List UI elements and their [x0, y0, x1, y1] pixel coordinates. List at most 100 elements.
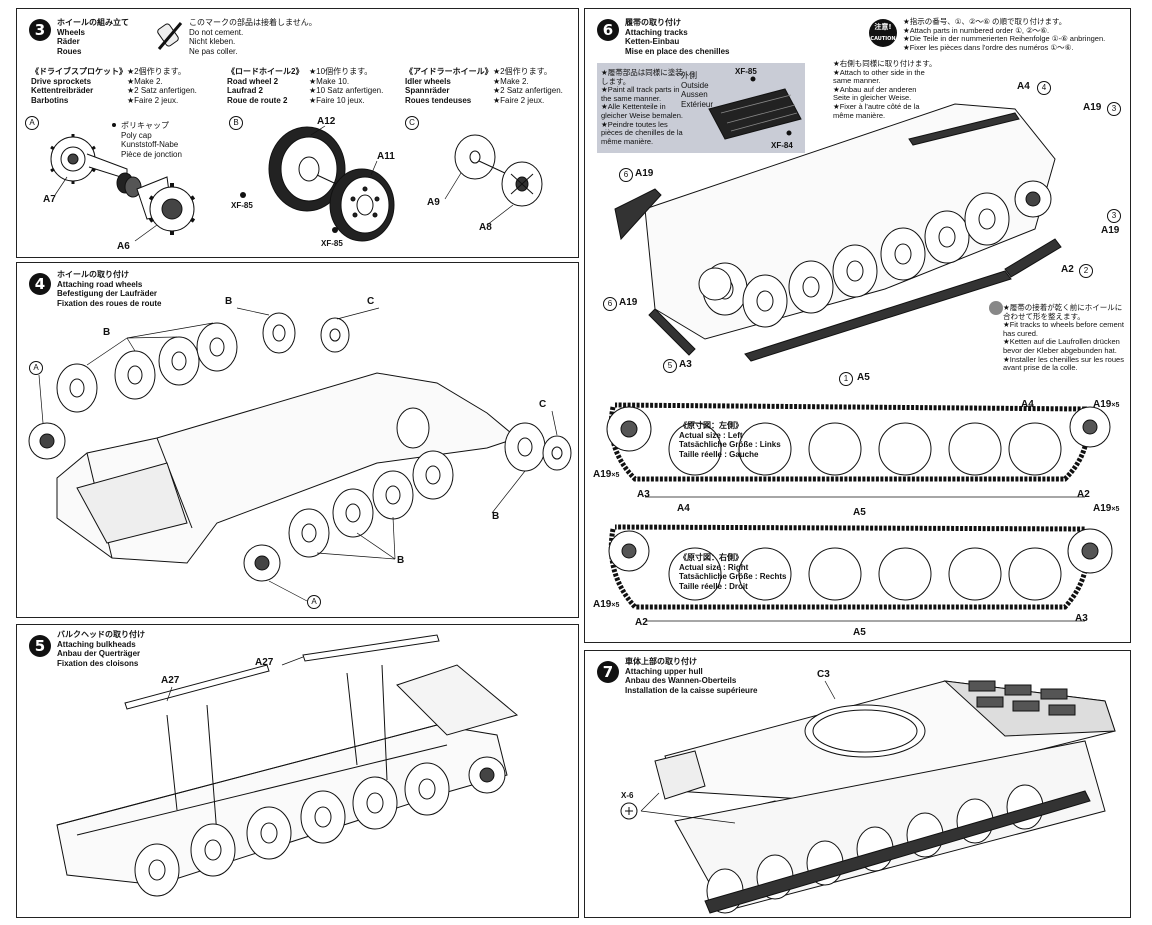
- paint-xf84: XF-84: [771, 141, 793, 150]
- step3-drawing: [50, 123, 543, 242]
- sprocket-make: ★2個作ります。★Make 2.★2 Satz anfertigen.★Fair…: [127, 67, 197, 105]
- right-a2: A2: [635, 617, 648, 628]
- order-note: ★指示の番号、①、②～⑥ の順で取り付けます。★Attach parts in …: [903, 17, 1106, 52]
- p6-a3-order: 5: [663, 359, 677, 373]
- sprocket-a7-drawing: [50, 134, 128, 184]
- road-wheel-a11-drawing: [329, 168, 395, 242]
- step5-drawing: [56, 634, 519, 897]
- paint-xf85-b: XF-85: [321, 239, 343, 248]
- other-side-note: ★右側も同様に取り付けます。★Attach to other side in t…: [833, 59, 937, 120]
- fit-note: ★履帯の接着が乾く前にホイールに合わせて形を整えます。★Fit tracks t…: [1003, 303, 1124, 373]
- p6-a19-top-order: 3: [1107, 102, 1121, 116]
- road-wheel-a12-drawing: [268, 126, 348, 212]
- left-a19-left: A19×5: [593, 469, 620, 480]
- roadwheel-make: ★10個作ります。★Make 10.★10 Satz anfertigen.★F…: [309, 67, 384, 105]
- p6-a5: A5: [857, 372, 870, 383]
- fit-note-marker: [989, 301, 1003, 315]
- p6-a5-order: 1: [839, 372, 853, 386]
- right-a19-right: A19×5: [1093, 503, 1120, 514]
- sub-a-marker: A: [25, 116, 39, 130]
- no-cement-note: このマークの部品は接着しません。Do not cement.Nicht kleb…: [189, 18, 317, 56]
- paint-xf85-a: XF-85: [231, 201, 253, 210]
- part-a7: A7: [43, 194, 56, 205]
- idler-a8-drawing: [501, 161, 543, 207]
- part-a11: A11: [377, 151, 395, 162]
- caution-badge: 注意!CAUTION: [869, 19, 897, 47]
- p6-a3: A3: [679, 359, 692, 370]
- no-cement-icon: [157, 22, 183, 50]
- p6-a19-mid: A19: [619, 297, 638, 308]
- right-a19-left: A19×5: [593, 599, 620, 610]
- step4-drawing: [28, 307, 572, 602]
- part-x6: X-6: [621, 791, 634, 800]
- p6-a19-right: A19: [1101, 225, 1120, 236]
- left-a5: A5: [853, 507, 866, 518]
- step6-drawing: [606, 76, 1113, 622]
- step3-number: 3: [29, 19, 51, 41]
- p6-a19-mid-order: 6: [603, 297, 617, 311]
- right-a5: A5: [853, 627, 866, 638]
- part-c3: C3: [817, 669, 830, 680]
- part-a27-right: A27: [255, 657, 274, 668]
- p6-a19-right-order: 3: [1107, 209, 1121, 223]
- step4-a-left: A: [29, 361, 43, 375]
- step4-b-upper: B: [103, 327, 111, 338]
- step6-number: 6: [597, 19, 619, 41]
- p6-a2: A2: [1061, 264, 1074, 275]
- right-a3: A3: [1075, 613, 1088, 624]
- step7-drawing: [620, 680, 1116, 914]
- step4-a-bottom: A: [307, 595, 321, 609]
- step4-c-top: C: [367, 296, 375, 307]
- right-a4: A4: [677, 503, 690, 514]
- part-a8: A8: [479, 222, 492, 233]
- step5-number: 5: [29, 635, 51, 657]
- p6-a19-left: A19: [635, 168, 654, 179]
- part-a9: A9: [427, 197, 440, 208]
- p6-a4-order: 4: [1037, 81, 1051, 95]
- left-a19-right: A19×5: [1093, 399, 1120, 410]
- left-a2: A2: [1077, 489, 1090, 500]
- p6-a2-order: 2: [1079, 264, 1093, 278]
- left-a3: A3: [637, 489, 650, 500]
- actual-size-left-drawing: [606, 402, 1111, 482]
- sub-b-marker: B: [229, 116, 243, 130]
- hull-track-drawing: [614, 103, 1062, 362]
- actual-size-right-drawing: [608, 524, 1113, 610]
- paint-xf85: XF-85: [735, 67, 757, 76]
- p6-a19-top: A19: [1083, 102, 1102, 113]
- step4-b-top: B: [225, 296, 233, 307]
- step7-number: 7: [597, 661, 619, 683]
- p6-a19-left-order: 6: [619, 168, 633, 182]
- step4-c-right: C: [539, 399, 547, 410]
- idler-a9-drawing: [454, 134, 508, 180]
- poly-cap-drawing: [116, 172, 142, 198]
- step4-b-bottom: B: [397, 555, 405, 566]
- p6-a4: A4: [1017, 81, 1030, 92]
- sub-c-marker: C: [405, 116, 419, 130]
- sprocket-a6-drawing: [136, 176, 196, 235]
- part-a12: A12: [317, 116, 336, 127]
- part-a27-left: A27: [161, 675, 180, 686]
- step4-number: 4: [29, 273, 51, 295]
- step4-b-right: B: [492, 511, 500, 522]
- track-sample-drawing: [708, 76, 802, 140]
- paint-note: ★履帯部品は同様に塗装します。★Paint all track parts in…: [601, 68, 683, 146]
- left-a4: A4: [1021, 399, 1034, 410]
